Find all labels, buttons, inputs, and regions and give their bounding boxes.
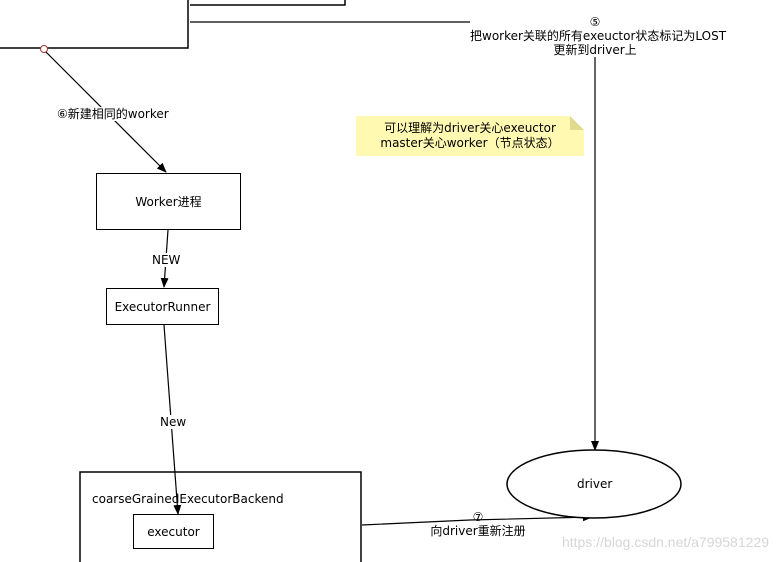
worker-process-node: Worker进程 [96,173,241,230]
note-fold-corner [570,116,584,130]
step5-connector [190,21,599,451]
note-line2: master关心worker（节点状态） [380,136,560,150]
sticky-note: 可以理解为driver关心exeuctor master关心worker（节点状… [356,116,584,156]
step5-line1: 把worker关联的所有exeuctor状态标记为LOST [470,29,727,43]
worker-process-label: Worker进程 [135,195,202,209]
top-inner-box-edge [190,0,346,6]
executor-runner-label: ExecutorRunner [114,299,211,314]
step7-connector [361,513,593,526]
step7-number: ⑦ [472,510,484,524]
note-line1: 可以理解为driver关心exeuctor [384,121,556,135]
step5-line2: 更新到driver上 [553,43,637,57]
new-label-upper: NEW [152,253,181,267]
backend-container-label: coarseGrainedExecutorBackend [92,492,284,506]
new-label-lower: New [160,415,187,429]
driver-label: driver [577,477,613,491]
backend-container-border [79,471,362,562]
executor-label: executor [147,524,200,539]
executor-runner-node: ExecutorRunner [106,288,219,325]
step5-label-group: ⑤ 把worker关联的所有exeuctor状态标记为LOST 更新到drive… [470,15,727,57]
step6-label: ⑥新建相同的worker [57,107,169,121]
executor-node: executor [133,514,214,549]
step7-text: 向driver重新注册 [428,524,528,538]
driver-ellipse [506,449,682,519]
watermark-text: https://blog.csdn.net/a799581229 [561,534,769,550]
top-box-edge [0,0,189,49]
connector-origin-dot [40,45,48,53]
step7-label-group: ⑦ 向driver重新注册 [428,510,528,538]
step5-number: ⑤ [589,15,601,29]
